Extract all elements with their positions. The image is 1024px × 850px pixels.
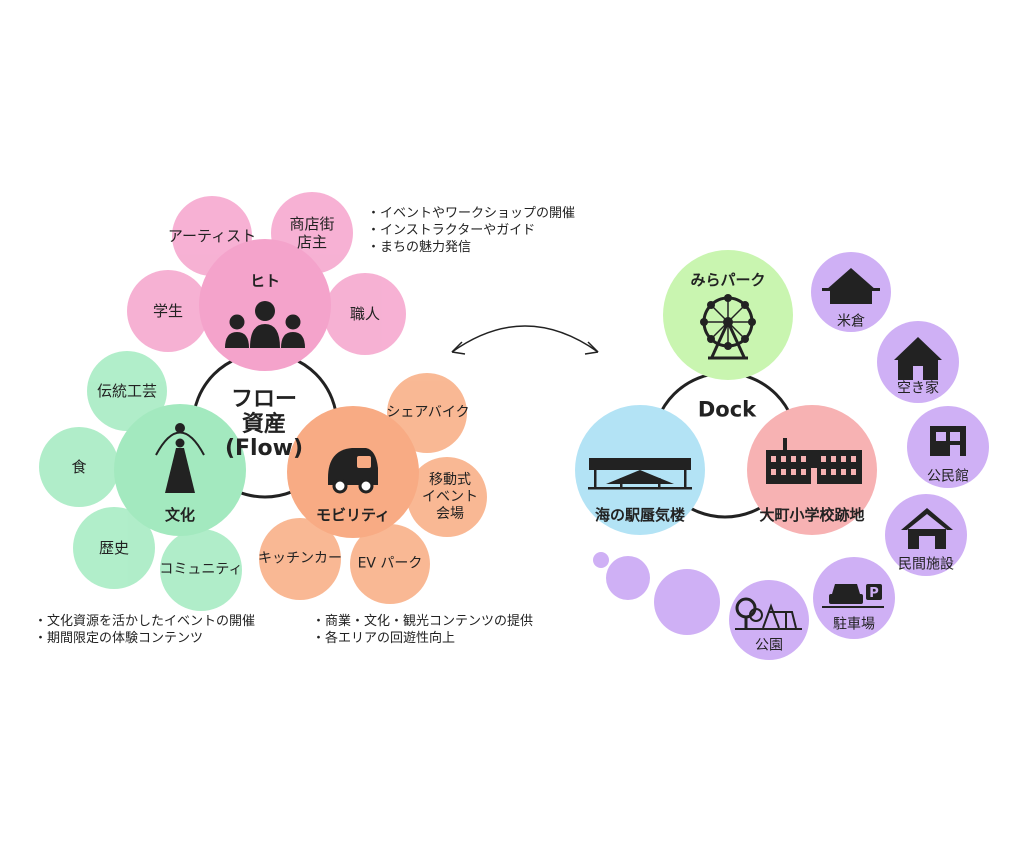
mobility-satellite-4 bbox=[350, 524, 430, 604]
arrow-head-left bbox=[451, 341, 466, 355]
figure-icon bbox=[155, 423, 205, 493]
mobility-satellite-3 bbox=[259, 518, 341, 600]
bunka-satellite-label-3: 歴史 bbox=[98, 539, 130, 557]
dock-title: Dock bbox=[697, 397, 757, 422]
parking-icon: P bbox=[822, 584, 884, 608]
arrow-head-right bbox=[584, 341, 599, 355]
facility-group bbox=[593, 252, 989, 660]
mobility-note: ・商業・文化・観光コンテンツの提供 bbox=[312, 614, 534, 629]
school-icon bbox=[766, 438, 862, 484]
hito-satellite-label-2: 商店街 店主 bbox=[289, 215, 335, 251]
hito-label: ヒト bbox=[249, 272, 281, 290]
storehouse-icon bbox=[822, 268, 880, 304]
mobility-satellite-label-2: 移動式 イベント 会場 bbox=[422, 471, 478, 522]
bunka-satellite-label-4: コミュニティ bbox=[159, 561, 243, 578]
mobility-label: モビリティ bbox=[315, 506, 391, 524]
bunka-note: ・文化資源を活かしたイベントの開催 bbox=[34, 614, 256, 629]
hito-group bbox=[127, 192, 406, 355]
mobility-satellite-label-3: キッチンカー bbox=[258, 550, 342, 567]
mobility-satellite-2 bbox=[407, 457, 487, 537]
facility-label-6: 公園 bbox=[755, 637, 783, 654]
mobility-satellite-1 bbox=[387, 373, 467, 453]
bunka-label: 文化 bbox=[164, 506, 196, 524]
park-icon bbox=[735, 597, 802, 630]
mobility-satellite-label-1: シェアバイク bbox=[386, 404, 470, 421]
station-icon bbox=[588, 458, 692, 490]
mobility-satellite-label-4: EV パーク bbox=[357, 555, 423, 572]
bunka-satellite-label-1: 伝統工芸 bbox=[96, 382, 158, 400]
dock-hub-label-3: 大町小学校跡地 bbox=[759, 506, 865, 524]
facility-dot-2 bbox=[606, 556, 650, 600]
dock-hub-label-1: みらパーク bbox=[690, 271, 766, 289]
bunka-satellite-2 bbox=[39, 427, 119, 507]
flow-title: フロー 資産 (Flow) bbox=[224, 387, 304, 462]
bunka-satellite-label-2: 食 bbox=[71, 458, 87, 476]
vehicle-icon bbox=[328, 448, 378, 494]
hito-satellite-3 bbox=[127, 270, 209, 352]
facility-label-1: 米倉 bbox=[837, 313, 865, 330]
house-icon bbox=[894, 337, 942, 380]
people-icon bbox=[225, 301, 305, 348]
facility-label-3: 公民館 bbox=[927, 468, 969, 485]
hito-notes: ・イベントやワークショップの開催 ・インストラクターやガイド ・まちの魅力発信 bbox=[367, 206, 575, 257]
mobility-notes: ・商業・文化・観光コンテンツの提供 ・各エリアの回遊性向上 bbox=[312, 614, 533, 648]
hito-satellite-4 bbox=[324, 273, 406, 355]
bunka-satellite-1 bbox=[87, 351, 167, 431]
facility-label-2: 空き家 bbox=[897, 380, 939, 397]
bunka-notes: ・文化資源を活かしたイベントの開催 ・期間限定の体験コンテンツ bbox=[34, 614, 255, 648]
hall-icon bbox=[930, 426, 966, 456]
facility-label-4: 民間施設 bbox=[898, 556, 954, 573]
svg-text:P: P bbox=[869, 586, 879, 601]
facility-dot-1 bbox=[654, 569, 720, 635]
facility-dot-3 bbox=[593, 552, 609, 568]
hito-satellite-label-3: 学生 bbox=[152, 302, 184, 320]
bunka-satellite-3 bbox=[73, 507, 155, 589]
facility-label-5: 駐車場 bbox=[833, 616, 875, 633]
bunka-satellite-4 bbox=[160, 529, 242, 611]
hito-satellite-label-4: 職人 bbox=[349, 305, 381, 323]
hito-note: ・インストラクターやガイド bbox=[367, 222, 536, 238]
hito-satellite-label-1: アーティスト bbox=[167, 227, 257, 245]
mobility-note: ・各エリアの回遊性向上 bbox=[312, 630, 456, 646]
hito-note: ・イベントやワークショップの開催 bbox=[367, 206, 576, 221]
mobility-group bbox=[259, 373, 487, 604]
hito-note: ・まちの魅力発信 bbox=[367, 239, 472, 255]
double-arrow bbox=[451, 325, 599, 353]
dock-hub-label-2: 海の駅蜃気楼 bbox=[594, 506, 686, 524]
bunka-note: ・期間限定の体験コンテンツ bbox=[34, 630, 204, 646]
building-icon bbox=[901, 508, 953, 549]
ferris-wheel-icon bbox=[700, 294, 756, 360]
bunka-group bbox=[39, 351, 242, 611]
